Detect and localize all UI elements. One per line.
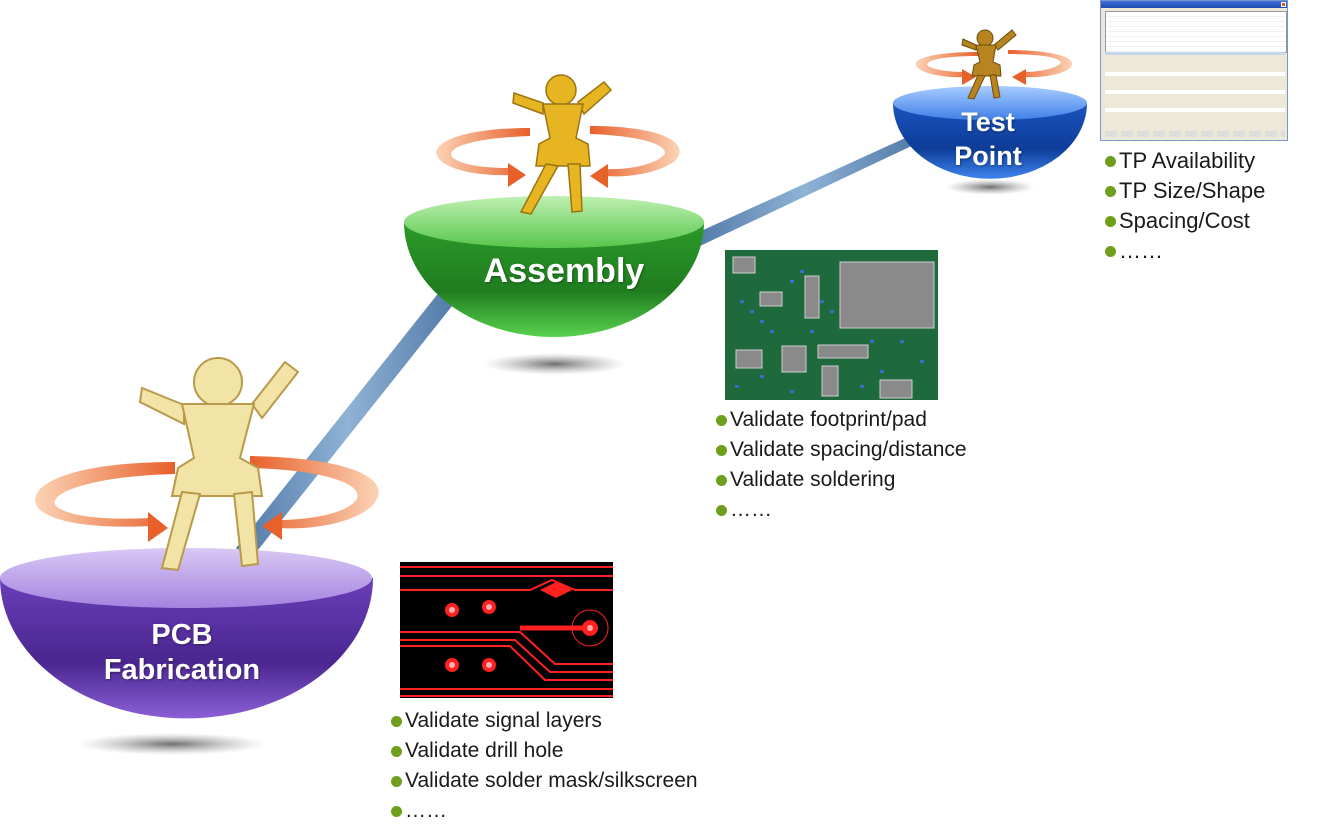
bullet-dot-icon	[716, 414, 727, 426]
bullet-dot-icon	[716, 474, 727, 486]
testpoint-shadow	[945, 179, 1035, 195]
testpoint-bowl	[893, 86, 1087, 179]
testpoint-figure	[961, 29, 1017, 100]
connector-assembly-testpoint	[690, 134, 920, 246]
bullet-text: TP Size/Shape	[1119, 178, 1266, 203]
testpoint-dialog-thumbnail	[1100, 0, 1288, 141]
assembly-rotation-arrows	[436, 126, 680, 188]
pcb-fabrication-label: PCB Fabrication	[72, 618, 292, 688]
bullet-dot-icon	[1105, 155, 1116, 167]
list-item: Spacing/Cost	[1105, 206, 1265, 236]
dialog-fields	[1105, 63, 1285, 123]
bullet-dot-icon	[391, 745, 402, 757]
bullet-text: Validate footprint/pad	[730, 408, 927, 431]
bullet-text: Validate spacing/distance	[730, 438, 967, 461]
bullet-dot-icon	[391, 775, 402, 787]
list-item: Validate footprint/pad	[716, 405, 967, 435]
dialog-scrollbar	[1105, 52, 1285, 55]
list-item: ……	[1105, 236, 1265, 266]
bullet-dot-icon	[716, 504, 727, 516]
list-item: ……	[716, 495, 967, 525]
bullet-text: Validate soldering	[730, 468, 896, 491]
testpoint-label-line2: Point	[954, 140, 1022, 171]
pcb-bullet-list: Validate signal layers Validate drill ho…	[391, 706, 698, 826]
bullet-text: Validate drill hole	[405, 739, 564, 762]
pcb-shadow	[77, 733, 267, 755]
assembly-label: Assembly	[444, 251, 684, 292]
pcb-layer-thumbnail	[400, 562, 613, 698]
dialog-close-icon	[1281, 2, 1286, 7]
list-item: ……	[391, 796, 698, 826]
pcb-bowl	[0, 548, 373, 719]
assembly-shadow	[483, 353, 627, 375]
connector-pcb-assembly	[236, 286, 460, 560]
bullet-text: Validate signal layers	[405, 709, 602, 732]
bullet-text: ……	[405, 799, 447, 822]
testpoint-label: Test Point	[928, 106, 1048, 174]
bullet-dot-icon	[716, 444, 727, 456]
list-item: Validate solder mask/silkscreen	[391, 766, 698, 796]
assembly-bullet-list: Validate footprint/pad Validate spacing/…	[716, 405, 967, 525]
bullet-dot-icon	[391, 805, 402, 817]
assembly-figure	[512, 74, 613, 215]
bullet-text: ……	[1119, 238, 1163, 263]
list-item: Validate drill hole	[391, 736, 698, 766]
bullet-dot-icon	[1105, 185, 1116, 197]
bullet-text: Spacing/Cost	[1119, 208, 1250, 233]
pcb-rotation-arrows	[35, 456, 379, 542]
testpoint-label-line1: Test	[961, 107, 1015, 137]
list-item: Validate signal layers	[391, 706, 698, 736]
testpoint-rotation-arrows	[915, 50, 1073, 85]
assembly-label-line1: Assembly	[483, 252, 645, 290]
testpoint-bullet-list: TP Availability TP Size/Shape Spacing/Co…	[1105, 146, 1265, 266]
list-item: Validate spacing/distance	[716, 435, 967, 465]
bullet-text: Validate solder mask/silkscreen	[405, 769, 698, 792]
list-item: Validate soldering	[716, 465, 967, 495]
pcb-label-line2: Fabrication	[103, 653, 261, 686]
list-item: TP Availability	[1105, 146, 1265, 176]
bullet-dot-icon	[1105, 215, 1116, 227]
dialog-table	[1105, 11, 1287, 53]
pcb-label-line1: PCB	[151, 619, 213, 651]
bullet-dot-icon	[1105, 245, 1116, 257]
list-item: TP Size/Shape	[1105, 176, 1265, 206]
bullet-dot-icon	[391, 715, 402, 727]
bullet-text: ……	[730, 498, 772, 521]
dialog-buttons	[1105, 131, 1285, 137]
assembly-board-thumbnail	[725, 250, 938, 400]
dialog-titlebar	[1101, 1, 1287, 8]
pcb-figure	[138, 357, 300, 572]
bullet-text: TP Availability	[1119, 148, 1256, 173]
assembly-bowl	[404, 196, 704, 337]
